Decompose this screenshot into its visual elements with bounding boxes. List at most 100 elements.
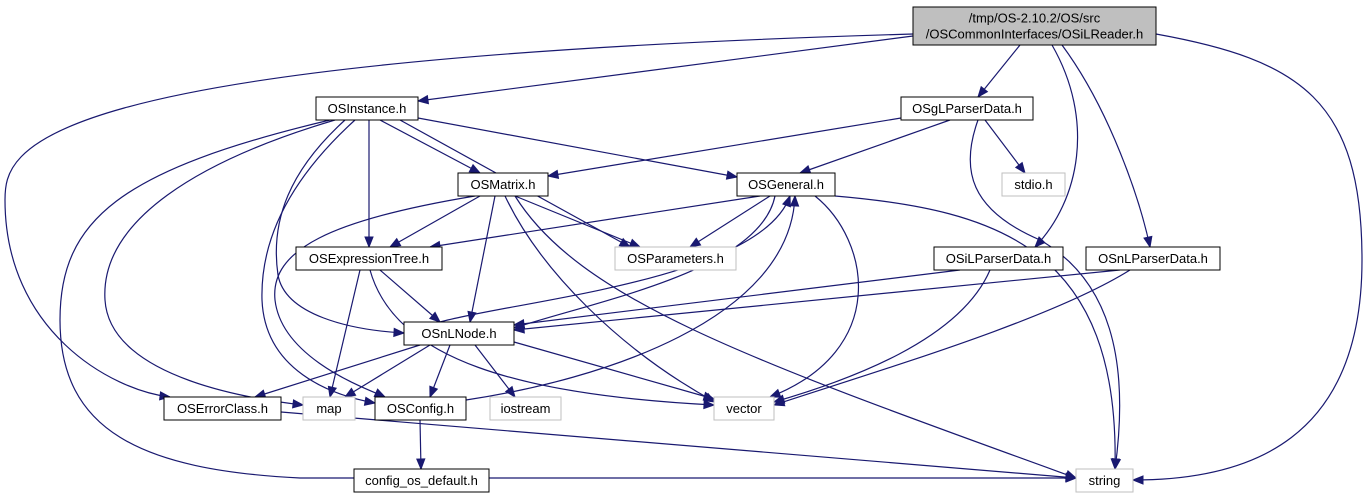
- edge-arrowhead: [688, 237, 702, 248]
- node-box: [374, 396, 467, 421]
- edge-line: [513, 269, 1121, 331]
- node-oserrorclass[interactable]: OSErrorClass.h: [163, 396, 282, 421]
- edge-osinstance-to-osgeneral: [417, 117, 739, 180]
- node-label: iostream: [501, 401, 551, 416]
- edge-line: [474, 344, 516, 398]
- edge-root-to-string: [1131, 33, 1363, 485]
- edge-osinstance-to-osconfig: [261, 119, 377, 406]
- edge-arrowhead: [1131, 475, 1144, 485]
- edge-root-to-osnlparserdata: [1061, 44, 1153, 249]
- edge-line: [275, 119, 405, 334]
- node-osconfig[interactable]: OSConfig.h: [374, 396, 467, 421]
- edge-osgeneral-to-vector: [768, 195, 859, 398]
- node-configosdefault[interactable]: config_os_default.h: [353, 468, 490, 493]
- edge-line: [514, 195, 1077, 479]
- node-stdio: stdio.h: [1001, 172, 1066, 197]
- edge-line: [344, 344, 431, 398]
- node-box: [1075, 468, 1134, 493]
- edge-arrowhead: [1110, 458, 1120, 471]
- node-osglparserdata[interactable]: OSgLParserData.h: [900, 96, 1034, 121]
- edges-layer: [4, 33, 1363, 485]
- edge-osglparserdata-to-string: [969, 119, 1122, 471]
- edge-osinstance-to-osmatrix: [379, 119, 482, 174]
- node-box: [933, 246, 1064, 271]
- edge-line: [773, 269, 991, 403]
- node-label: OSiLParserData.h: [946, 251, 1052, 266]
- node-label: OSnLParserData.h: [1098, 251, 1208, 266]
- edge-arrowhead: [618, 237, 632, 248]
- node-box: [912, 6, 1157, 46]
- edge-line: [329, 269, 361, 398]
- node-box: [1085, 246, 1221, 271]
- edge-arrowhead: [798, 165, 812, 174]
- node-label: map: [316, 401, 341, 416]
- node-label: stdio.h: [1014, 177, 1052, 192]
- node-osgeneral[interactable]: OSGeneral.h: [736, 172, 836, 197]
- edge-osexpressiontree-to-vector: [369, 269, 716, 410]
- node-box: [315, 96, 419, 121]
- edge-osnlnode-to-iostream: [474, 344, 516, 399]
- node-osinstance[interactable]: OSInstance.h: [315, 96, 419, 121]
- edge-line: [977, 44, 1021, 98]
- edge-osexpressiontree-to-map: [327, 269, 361, 399]
- node-box: [403, 321, 515, 346]
- edge-line: [274, 195, 476, 398]
- edge-osmatrix-to-osexpressiontree: [388, 195, 481, 248]
- edge-osgeneral-to-osparameters: [688, 195, 771, 248]
- edge-line: [369, 269, 715, 406]
- edge-osilparserdata-to-vector: [772, 269, 991, 404]
- node-osmatrix[interactable]: OSMatrix.h: [457, 172, 549, 197]
- edge-osglparserdata-to-stdio: [984, 119, 1026, 175]
- edge-line: [834, 195, 1116, 470]
- edge-line: [514, 195, 641, 248]
- node-label: string: [1089, 473, 1121, 488]
- edge-line: [504, 195, 716, 403]
- node-box: [1001, 172, 1066, 197]
- node-vector: vector: [713, 396, 775, 421]
- edge-line: [379, 119, 481, 174]
- edge-line: [1061, 44, 1151, 248]
- edge-line: [469, 195, 496, 323]
- node-root[interactable]: /tmp/OS-2.10.2/OS/src/OSCommonInterfaces…: [912, 6, 1157, 46]
- edge-arrowhead: [416, 94, 430, 105]
- node-box: [295, 246, 443, 271]
- node-label: vector: [726, 401, 762, 416]
- edge-line: [254, 344, 421, 398]
- edge-line: [429, 195, 761, 248]
- edge-line: [439, 195, 791, 323]
- edge-osmatrix-to-osnlnode: [467, 195, 496, 324]
- edge-osnlnode-to-map: [343, 344, 431, 398]
- node-label: config_os_default.h: [365, 473, 478, 488]
- node-label: OSInstance.h: [328, 101, 407, 116]
- edge-osconfig-to-configosdefault: [416, 419, 426, 471]
- node-box: [163, 396, 282, 421]
- edge-arrowhead: [393, 327, 406, 338]
- edge-arrowhead: [363, 396, 377, 406]
- edge-osinstance-to-osexpressiontree: [364, 120, 374, 249]
- edge-line: [773, 269, 1131, 406]
- node-osilparserdata[interactable]: OSiLParserData.h: [933, 246, 1064, 271]
- edge-osgeneral-to-osexpressiontree: [428, 195, 761, 251]
- edge-arrowhead: [1034, 236, 1046, 248]
- edge-arrowhead: [725, 170, 739, 180]
- edge-line: [513, 341, 715, 400]
- edge-line: [104, 119, 336, 406]
- node-label: /OSCommonInterfaces/OSiLReader.h: [926, 27, 1144, 42]
- node-box: [457, 172, 549, 197]
- edge-osmatrix-to-osconfig: [274, 195, 476, 398]
- edge-osinstance-to-string: [59, 119, 1078, 483]
- edge-arrowhead: [1065, 472, 1078, 482]
- edge-osgeneral-to-string: [834, 195, 1120, 471]
- edge-arrowhead: [467, 310, 477, 324]
- node-box: [353, 468, 490, 493]
- edge-arrowhead: [343, 387, 357, 398]
- edge-root-to-osinstance: [416, 35, 914, 105]
- node-osnlparserdata[interactable]: OSnLParserData.h: [1085, 246, 1221, 271]
- node-iostream: iostream: [489, 396, 562, 421]
- node-osexpressiontree[interactable]: OSExpressionTree.h: [295, 246, 443, 271]
- edge-arrowhead: [512, 324, 525, 334]
- edge-arrowhead: [768, 388, 782, 398]
- edge-line: [984, 119, 1026, 174]
- node-osnlnode[interactable]: OSnLNode.h: [403, 321, 515, 346]
